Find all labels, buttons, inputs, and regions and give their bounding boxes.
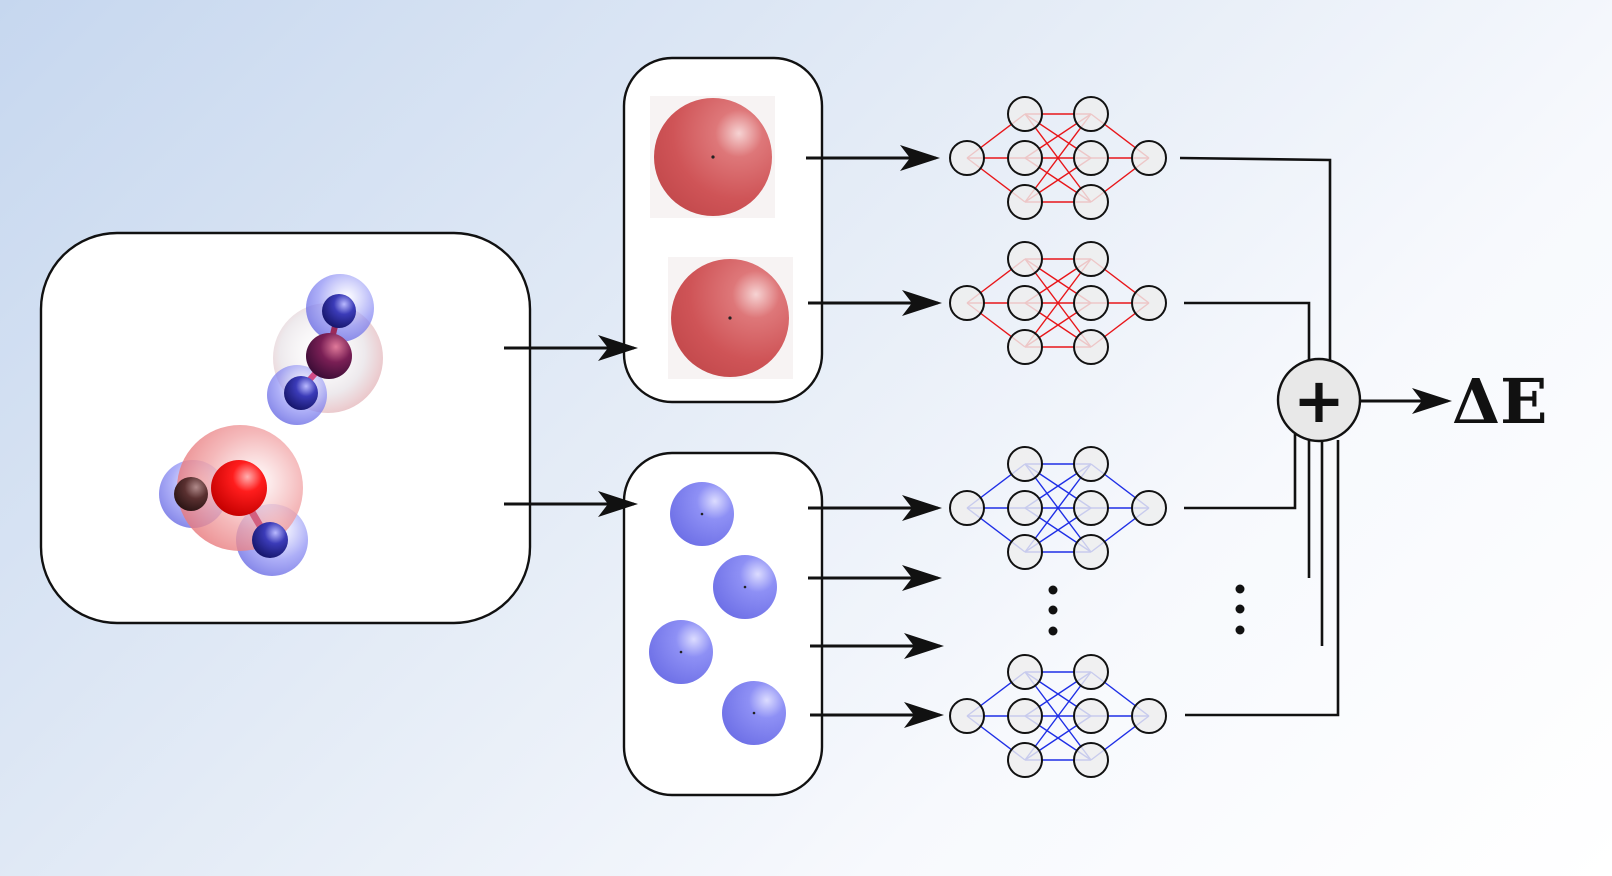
atom-center-dot <box>743 585 747 589</box>
network-node <box>949 140 985 176</box>
network-node <box>1073 490 1109 526</box>
network-node <box>1073 534 1109 570</box>
oxygen-neural-network-icon <box>949 96 1167 220</box>
atom-center-dot <box>700 512 704 516</box>
network-node <box>1073 698 1109 734</box>
network-connection <box>1024 258 1092 348</box>
network-node <box>1007 285 1043 321</box>
sum-node-icon: + <box>1276 357 1362 443</box>
network-node <box>949 285 985 321</box>
oxygen-atoms-panel <box>622 56 824 404</box>
network-connection <box>1024 671 1092 761</box>
hydrogen-core <box>174 477 208 511</box>
network-node <box>1007 140 1043 176</box>
network-node <box>1073 285 1109 321</box>
network-node <box>1007 241 1043 277</box>
network-node <box>1073 96 1109 132</box>
vertical-ellipsis-icon <box>1048 585 1058 636</box>
output-wires <box>1179 156 1340 717</box>
hydrogen-neural-network-icon <box>949 654 1167 778</box>
network-node <box>1007 184 1043 220</box>
network-node <box>1073 241 1109 277</box>
network-node <box>1007 534 1043 570</box>
output-label: ΔE <box>1452 365 1547 438</box>
network-node <box>1073 329 1109 365</box>
atom-center-dot <box>728 316 732 320</box>
network-node <box>949 490 985 526</box>
network-connection <box>1024 113 1092 203</box>
vertical-ellipsis-icon <box>1235 584 1245 635</box>
network-node <box>1007 329 1043 365</box>
oxygen-core <box>306 333 352 379</box>
network-node <box>1131 285 1167 321</box>
network-node <box>1007 654 1043 690</box>
atom-center-dot <box>711 155 715 159</box>
network-node <box>1131 140 1167 176</box>
network-node <box>1007 446 1043 482</box>
network-node <box>1007 490 1043 526</box>
hydrogen-core <box>252 522 288 558</box>
molecule-panel-frame <box>39 231 532 625</box>
network-node <box>1131 698 1167 734</box>
atom-center-dot <box>679 650 683 654</box>
hydrogen-core <box>284 376 318 410</box>
oxygen-neural-network-icon <box>949 241 1167 365</box>
network-node <box>1073 654 1109 690</box>
sum-symbol: + <box>1293 364 1345 437</box>
network-connection <box>1024 463 1092 553</box>
network-node <box>1131 490 1167 526</box>
molecule-cluster-image <box>159 274 383 576</box>
hydrogen-core <box>322 294 356 328</box>
atom-center-dot <box>752 711 756 715</box>
network-node <box>1007 742 1043 778</box>
oxygen-core <box>211 460 267 516</box>
network-node <box>949 698 985 734</box>
molecule-panel <box>39 231 532 625</box>
network-node <box>1007 96 1043 132</box>
network-node <box>1073 742 1109 778</box>
network-node <box>1073 446 1109 482</box>
network-node <box>1073 184 1109 220</box>
network-node <box>1073 140 1109 176</box>
hydrogen-atoms-panel <box>622 451 824 797</box>
hydrogen-neural-network-icon <box>949 446 1167 570</box>
network-node <box>1007 698 1043 734</box>
